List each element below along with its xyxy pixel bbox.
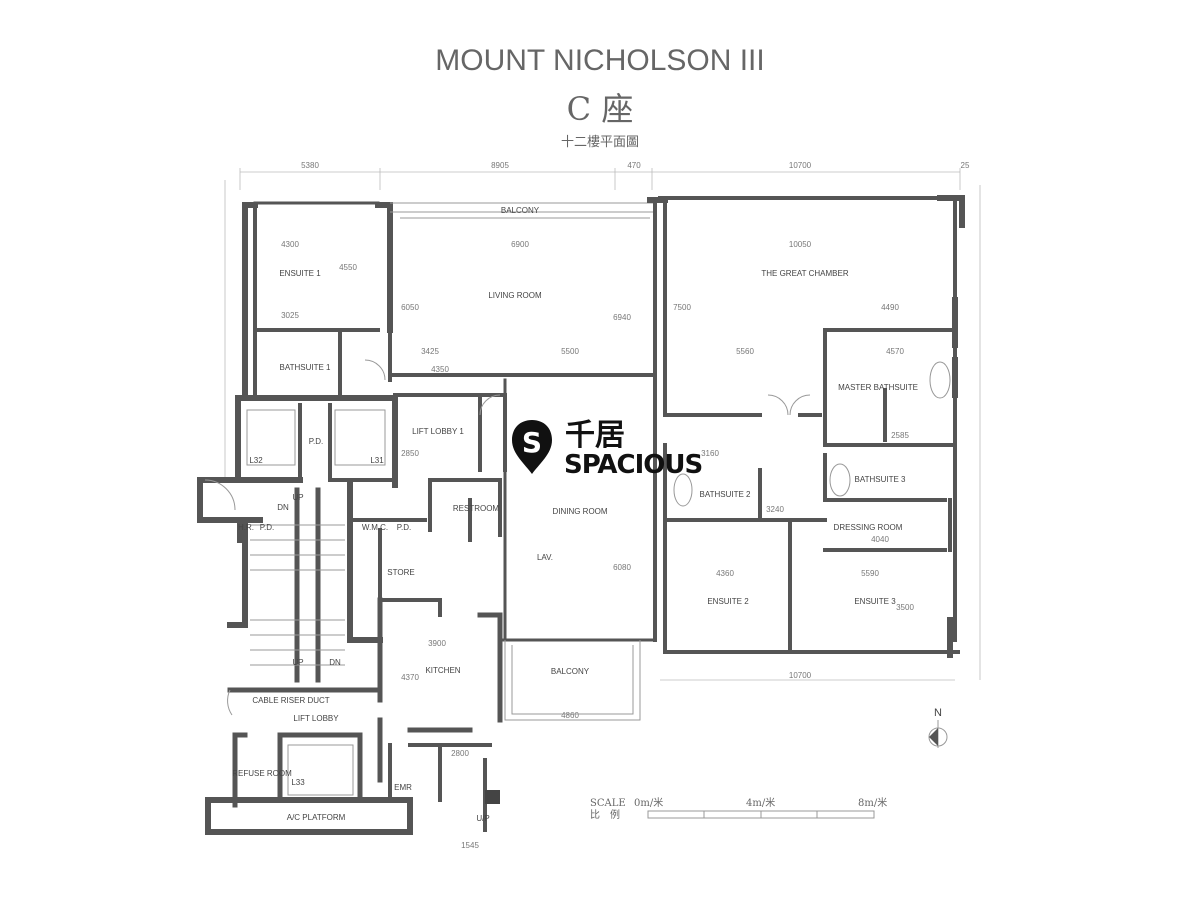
dim-top-1: 5380: [301, 161, 319, 170]
stair-up-label: UP: [292, 493, 303, 502]
room-ac-platform: A/C PLATFORM: [287, 813, 346, 822]
svg-text:3240: 3240: [766, 505, 784, 514]
svg-text:4370: 4370: [401, 673, 419, 682]
svg-text:5500: 5500: [561, 347, 579, 356]
stair-dn-label: DN: [329, 658, 341, 667]
svg-text:4040: 4040: [871, 535, 889, 544]
room-ensuite-2: ENSUITE 2: [707, 597, 749, 606]
walls: [197, 195, 965, 835]
svg-text:3500: 3500: [896, 603, 914, 612]
room-ensuite-3: ENSUITE 3: [854, 597, 896, 606]
svg-text:10050: 10050: [789, 240, 812, 249]
svg-text:3160: 3160: [701, 449, 719, 458]
room-pd-3: P.D.: [397, 523, 412, 532]
svg-text:S: S: [522, 426, 542, 459]
scale-tick-8: 8m/米: [858, 796, 887, 809]
room-restroom: RESTROOM: [453, 504, 500, 513]
svg-text:2585: 2585: [891, 431, 909, 440]
room-cable-riser-duct: CABLE RISER DUCT: [252, 696, 329, 705]
svg-text:4300: 4300: [281, 240, 299, 249]
lift-l33: L33: [291, 778, 305, 787]
svg-text:4360: 4360: [716, 569, 734, 578]
room-wmc: W.M.C.: [362, 523, 388, 532]
stair-dn-label-2: DN: [277, 503, 289, 512]
tower-label: C 座: [566, 90, 634, 128]
scale-bar: SCALE 比 例 0m/米 4m/米 8m/米: [590, 796, 887, 821]
svg-text:6940: 6940: [613, 313, 631, 322]
project-title: MOUNT NICHOLSON III: [435, 44, 765, 77]
dim-bottom-2: 4860: [561, 711, 579, 720]
north-label: N: [934, 707, 942, 719]
dimension-lines: [224, 168, 981, 681]
svg-text:4550: 4550: [339, 263, 357, 272]
room-lift-lobby-2: LIFT LOBBY: [293, 714, 339, 723]
stair-up-label-2: UP: [292, 658, 303, 667]
scale-label-cn: 比 例: [590, 808, 620, 821]
room-pd-1: P.D.: [309, 437, 324, 446]
dim-top-5: 25: [961, 161, 970, 170]
room-refuse-room: REFUSE ROOM: [232, 769, 292, 778]
dim-bottom-1: 10700: [789, 671, 812, 680]
scale-tick-4: 4m/米: [746, 796, 775, 809]
room-hr: H.R.: [238, 523, 254, 532]
room-living-room: LIVING ROOM: [488, 291, 542, 300]
floor-subtitle: 十二樓平面圖: [560, 135, 639, 150]
scale-label-en: SCALE: [590, 798, 626, 809]
room-lav: LAV.: [537, 553, 553, 562]
svg-text:2850: 2850: [401, 449, 419, 458]
svg-text:3425: 3425: [421, 347, 439, 356]
room-ensuite-1: ENSUITE 1: [279, 269, 321, 278]
room-store: STORE: [387, 568, 414, 577]
room-emr: EMR: [394, 783, 412, 792]
room-lift-lobby-1: LIFT LOBBY 1: [412, 427, 464, 436]
dim-top-3: 470: [627, 161, 641, 170]
svg-text:3900: 3900: [428, 639, 446, 648]
lift-l32: L32: [249, 456, 263, 465]
svg-text:4490: 4490: [881, 303, 899, 312]
svg-text:6050: 6050: [401, 303, 419, 312]
dim-top-2: 8905: [491, 161, 509, 170]
room-bathsuite-3: BATHSUITE 3: [855, 475, 907, 484]
room-bathsuite-1: BATHSUITE 1: [280, 363, 332, 372]
room-balcony-bottom: BALCONY: [551, 667, 590, 676]
inner-dimensions: 4300 6900 10050 4550 6050 6940 3025 3425…: [281, 240, 914, 758]
svg-text:5560: 5560: [736, 347, 754, 356]
svg-text:6080: 6080: [613, 563, 631, 572]
door-swings: [204, 359, 951, 716]
room-balcony-top: BALCONY: [501, 206, 540, 215]
svg-text:3025: 3025: [281, 311, 299, 320]
dim-top-4: 10700: [789, 161, 812, 170]
watermark-en: SPACIOUS: [564, 450, 703, 480]
scale-tick-0: 0m/米: [634, 796, 663, 809]
room-bathsuite-2: BATHSUITE 2: [700, 490, 752, 499]
room-dining-room: DINING ROOM: [552, 507, 607, 516]
svg-text:5590: 5590: [861, 569, 879, 578]
room-kitchen: KITCHEN: [425, 666, 460, 675]
svg-text:7500: 7500: [673, 303, 691, 312]
spacious-logo-icon: S: [512, 420, 552, 474]
svg-text:2800: 2800: [451, 749, 469, 758]
north-arrow: N: [928, 707, 948, 748]
svg-text:4350: 4350: [431, 365, 449, 374]
svg-text:4570: 4570: [886, 347, 904, 356]
svg-text:6900: 6900: [511, 240, 529, 249]
dim-bottom-3: 1545: [461, 841, 479, 850]
lift-l31: L31: [370, 456, 384, 465]
room-up: U/P: [476, 814, 489, 823]
room-dressing-room: DRESSING ROOM: [834, 523, 903, 532]
room-master-bathsuite: MASTER BATHSUITE: [838, 383, 918, 392]
watermark-cn: 千居: [565, 418, 625, 453]
room-pd-2: P.D.: [260, 523, 275, 532]
room-great-chamber: THE GREAT CHAMBER: [761, 269, 848, 278]
